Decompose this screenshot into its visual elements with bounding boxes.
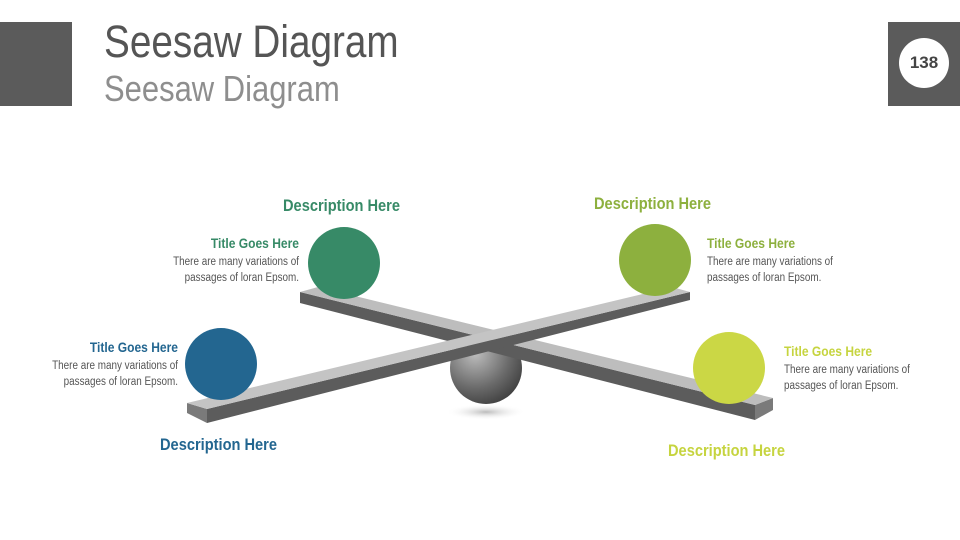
page-number-badge: 138	[899, 38, 949, 88]
circle-green	[308, 227, 380, 299]
ball-shadow	[446, 404, 526, 420]
header-left-block	[0, 22, 72, 106]
text-block-olive: Title Goes Here There are many variation…	[707, 235, 879, 286]
item-body-line: There are many variations of	[52, 360, 178, 372]
item-body-line: passages of loran Epsom.	[707, 272, 822, 284]
description-label-blue: Description Here	[160, 435, 278, 454]
text-block-blue: Title Goes Here There are many variation…	[6, 339, 178, 390]
plank-descending	[300, 287, 773, 420]
item-body-line: passages of loran Epsom.	[784, 380, 899, 392]
text-block-green: Title Goes Here There are many variation…	[127, 235, 299, 286]
description-label-olive: Description Here	[594, 194, 712, 213]
page-title: Seesaw Diagram	[104, 16, 399, 67]
item-body-line: There are many variations of	[173, 256, 299, 268]
item-title: Title Goes Here	[784, 343, 873, 359]
plank-ascending	[187, 287, 690, 423]
item-title: Title Goes Here	[210, 235, 299, 251]
item-body-line: passages of loran Epsom.	[63, 376, 178, 388]
item-body-line: There are many variations of	[707, 256, 833, 268]
item-body-line: passages of loran Epsom.	[184, 272, 299, 284]
circle-olive	[619, 224, 691, 296]
item-title: Title Goes Here	[89, 339, 178, 355]
circle-blue	[185, 328, 257, 400]
page-subtitle: Seesaw Diagram	[104, 68, 340, 109]
description-label-yellow: Description Here	[668, 441, 786, 460]
item-body-line: There are many variations of	[784, 364, 910, 376]
circle-yellow	[693, 332, 765, 404]
description-label-green: Description Here	[283, 196, 401, 215]
text-block-yellow: Title Goes Here There are many variation…	[784, 343, 956, 394]
item-title: Title Goes Here	[707, 235, 796, 251]
